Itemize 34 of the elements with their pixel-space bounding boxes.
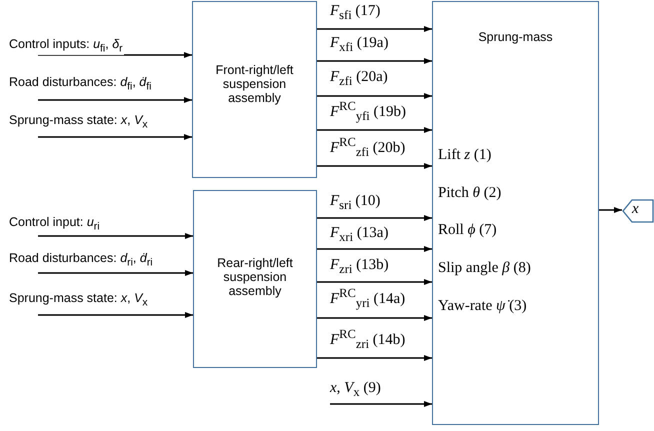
arrow bbox=[317, 315, 432, 321]
edge-label: Control inputs: u$_{fi}$, δ$_{r}$ bbox=[8, 38, 124, 55]
block-box bbox=[193, 190, 317, 368]
arrow bbox=[317, 215, 432, 221]
edge-label: F$^{RC}$$_{yri}$ (14a) bbox=[329, 287, 406, 311]
block-label: Lift z (1) bbox=[438, 147, 492, 164]
arrow bbox=[38, 52, 192, 58]
arrow bbox=[38, 312, 193, 318]
block-label: Slip angle β (8) bbox=[438, 260, 531, 276]
arrow bbox=[599, 207, 622, 213]
block-label: Front-right/left suspension assembly bbox=[214, 64, 294, 106]
arrow bbox=[317, 163, 432, 169]
block-box bbox=[192, 1, 317, 178]
block-box bbox=[432, 1, 599, 425]
arrow bbox=[317, 26, 432, 32]
arrow bbox=[317, 127, 432, 133]
block-label: Pitch θ (2) bbox=[438, 185, 502, 202]
arrow bbox=[317, 279, 432, 285]
arrow bbox=[317, 246, 432, 252]
arrow bbox=[38, 97, 192, 103]
arrow bbox=[330, 401, 432, 407]
output-label: x bbox=[632, 201, 639, 218]
arrow bbox=[38, 134, 192, 140]
arrow bbox=[317, 93, 432, 99]
arrow bbox=[38, 233, 193, 239]
edge-label: F$^{RC}$$_{yfi}$ (19b) bbox=[329, 100, 407, 124]
block-label: Rear-right/left suspension assembly bbox=[216, 257, 294, 298]
arrow bbox=[317, 355, 432, 361]
arrow bbox=[38, 270, 193, 276]
block-label: Sprung-mass bbox=[477, 31, 554, 45]
output-tag bbox=[622, 199, 654, 223]
arrow bbox=[317, 58, 432, 64]
block-label: Yaw-rate ψ̇ (3) bbox=[438, 298, 527, 314]
block-label: Roll ϕ (7) bbox=[438, 222, 497, 238]
